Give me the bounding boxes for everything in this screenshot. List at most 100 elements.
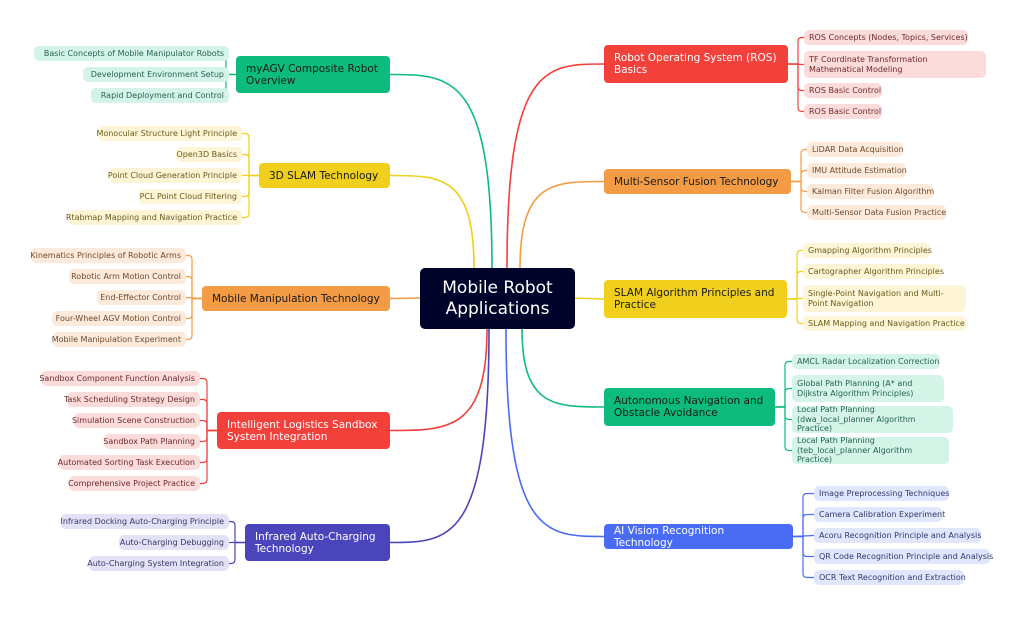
branch-node-slam3d[interactable]: 3D SLAM Technology [259, 163, 390, 188]
branch-connector-fusion [519, 180, 605, 269]
leaf-label: Robotic Arm Motion Control [71, 271, 181, 281]
leaf-node[interactable]: Automated Sorting Task Execution [58, 455, 200, 470]
leaf-node[interactable]: Local Path Planning (teb_local_planner A… [792, 436, 949, 464]
leaf-node[interactable]: Acoru Recognition Principle and Analysis [814, 528, 981, 543]
branch-connector-slam3d [389, 174, 475, 269]
leaf-node[interactable]: Camera Calibration Experiment [814, 507, 945, 522]
leaf-connector [775, 406, 792, 421]
leaf-label: Simulation Scene Construction [71, 415, 195, 425]
leaf-label: Multi-Sensor Data Fusion Practice [812, 207, 947, 217]
leaf-node[interactable]: Basic Concepts of Mobile Manipulator Rob… [34, 46, 229, 61]
leaf-label: Sandbox Component Function Analysis [39, 373, 195, 383]
leaf-label: Point Cloud Generation Principle [107, 170, 237, 180]
leaf-node[interactable]: Multi-Sensor Data Fusion Practice [807, 205, 946, 220]
leaf-node[interactable]: Sandbox Component Function Analysis [39, 371, 200, 386]
leaf-label: LiDAR Data Acquisition [812, 144, 904, 154]
leaf-label: Four-Wheel AGV Motion Control [55, 313, 181, 323]
leaf-node[interactable]: AMCL Radar Localization Correction [792, 354, 940, 369]
branch-connector-vision [505, 328, 605, 538]
branch-label: Autonomous Navigation and Obstacle Avoid… [614, 395, 764, 419]
leaf-label: Rtabmap Mapping and Navigation Practice [65, 212, 237, 222]
leaf-connector [787, 249, 803, 300]
leaf-node[interactable]: Auto-Charging Debugging [119, 535, 229, 550]
leaf-node[interactable]: Local Path Planning (dwa_local_planner A… [792, 405, 953, 433]
leaf-connector [200, 429, 217, 485]
branch-node-slamalgo[interactable]: SLAM Algorithm Principles and Practice [604, 280, 787, 318]
leaf-connector [788, 63, 804, 92]
leaf-node[interactable]: PCL Point Cloud Filtering [139, 189, 242, 204]
leaf-node[interactable]: Four-Wheel AGV Motion Control [52, 311, 186, 326]
leaf-connector [242, 174, 259, 198]
branch-connector-nav [521, 328, 605, 408]
leaf-node[interactable]: Rtabmap Mapping and Navigation Practice [65, 210, 242, 225]
leaf-node[interactable]: Kalman Filter Fusion Algorithm [807, 184, 934, 199]
branch-label: Intelligent Logistics Sandbox System Int… [227, 418, 378, 443]
branch-node-vision[interactable]: AI Vision Recognition Technology [604, 524, 793, 549]
leaf-node[interactable]: Robotic Arm Motion Control [69, 269, 186, 284]
branch-label: AI Vision Recognition Technology [614, 524, 725, 549]
leaf-node[interactable]: Monocular Structure Light Principle [96, 126, 242, 141]
leaf-label: Auto-Charging System Integration [87, 558, 224, 568]
branch-node-nav[interactable]: Autonomous Navigation and Obstacle Avoid… [604, 388, 775, 426]
leaf-node[interactable]: Task Scheduling Strategy Design [63, 392, 200, 407]
leaf-connector [787, 298, 803, 325]
leaf-label: Acoru Recognition Principle and Analysis [819, 530, 982, 540]
leaf-connector [186, 297, 202, 320]
leaf-node[interactable]: Comprehensive Project Practice [68, 476, 200, 491]
branch-node-manip[interactable]: Mobile Manipulation Technology [202, 286, 390, 311]
leaf-node[interactable]: ROS Basic Control [804, 104, 882, 119]
leaf-connector [775, 406, 792, 452]
leaf-label: QR Code Recognition Principle and Analys… [819, 551, 994, 561]
leaf-connector [200, 419, 217, 432]
leaf-node[interactable]: ROS Concepts (Nodes, Topics, Services) [804, 30, 968, 45]
root-node[interactable]: Mobile Robot Applications [420, 268, 575, 329]
leaf-node[interactable]: Rapid Deployment and Control [91, 88, 229, 103]
leaf-label: Comprehensive Project Practice [68, 478, 195, 488]
leaf-label: ROS Basic Control [809, 106, 882, 116]
leaf-node[interactable]: Global Path Planning (A* and Dijkstra Al… [792, 375, 944, 402]
leaf-node[interactable]: Sandbox Path Planning [103, 434, 200, 449]
branch-node-myagv[interactable]: myAGV Composite Robot Overview [236, 56, 390, 93]
leaf-connector [186, 254, 202, 300]
branch-node-fusion[interactable]: Multi-Sensor Fusion Technology [604, 169, 791, 194]
leaf-label: OCR Text Recognition and Extraction [819, 572, 966, 582]
leaf-label: ROS Concepts (Nodes, Topics, Services) [809, 32, 968, 42]
leaf-node[interactable]: End-Effector Control [97, 290, 186, 305]
leaf-node[interactable]: Gmapping Algorithm Principles [803, 243, 932, 258]
leaf-node[interactable]: Auto-Charging System Integration [87, 556, 229, 571]
leaf-node[interactable]: LiDAR Data Acquisition [807, 142, 904, 157]
branch-node-charging[interactable]: Infrared Auto-Charging Technology [245, 524, 390, 561]
branch-node-ros[interactable]: Robot Operating System (ROS) Basics [604, 45, 788, 83]
branch-label: 3D SLAM Technology [269, 169, 379, 182]
leaf-connector [242, 153, 259, 177]
leaf-node[interactable]: QR Code Recognition Principle and Analys… [814, 549, 994, 564]
leaf-node[interactable]: TF Coordinate Transformation Mathematica… [804, 51, 986, 78]
leaf-node[interactable]: Point Cloud Generation Principle [107, 168, 242, 183]
leaf-node[interactable]: Mobile Manipulation Experiment [52, 332, 186, 347]
leaf-node[interactable]: Infrared Docking Auto-Charging Principle [60, 514, 229, 529]
leaf-label: Gmapping Algorithm Principles [808, 245, 932, 255]
leaf-connector [793, 535, 814, 579]
branch-label: myAGV Composite Robot Overview [246, 62, 378, 87]
leaf-node[interactable]: SLAM Mapping and Navigation Practice [803, 316, 966, 331]
leaf-label: TF Coordinate Transformation Mathematica… [809, 55, 928, 74]
leaf-connector [793, 492, 814, 538]
leaf-node[interactable]: Development Environment Setup [83, 67, 229, 82]
leaf-label: Open3D Basics [176, 149, 237, 159]
leaf-node[interactable]: Kinematics Principles of Robotic Arms [30, 248, 186, 263]
leaf-node[interactable]: Open3D Basics [176, 147, 242, 162]
leaf-connector [791, 169, 807, 183]
leaf-node[interactable]: IMU Attitude Estimation [807, 163, 907, 178]
leaf-node[interactable]: Image Preprocessing Techniques [814, 486, 949, 501]
leaf-label: Task Scheduling Strategy Design [63, 394, 195, 404]
leaf-node[interactable]: OCR Text Recognition and Extraction [814, 570, 966, 585]
leaf-connector [788, 36, 804, 65]
leaf-node[interactable]: Cartographer Algorithm Principles [803, 264, 944, 279]
branch-connector-charging [389, 328, 490, 544]
branch-node-sandbox[interactable]: Intelligent Logistics Sandbox System Int… [217, 412, 390, 449]
leaf-node[interactable]: Single-Point Navigation and Multi-Point … [803, 285, 966, 312]
leaf-node[interactable]: Simulation Scene Construction [71, 413, 200, 428]
leaf-connector [229, 541, 245, 565]
leaf-node[interactable]: ROS Basic Control [804, 83, 882, 98]
leaf-label: AMCL Radar Localization Correction [797, 356, 940, 366]
